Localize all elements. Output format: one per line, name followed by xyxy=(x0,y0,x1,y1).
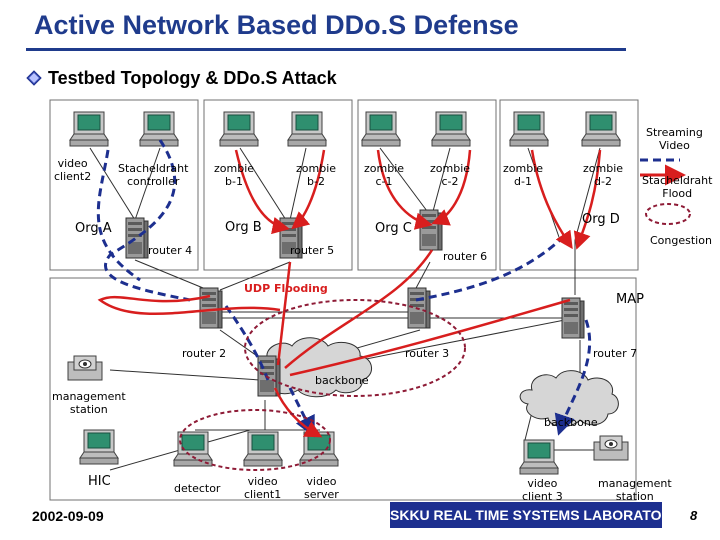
pc-video-server xyxy=(299,431,339,467)
org-b-box xyxy=(203,99,353,271)
udp-flooding-label: UDP Flooding xyxy=(244,282,328,295)
pc-zombie-b2 xyxy=(287,111,327,147)
slide-subtitle: Testbed Topology & DDo.S Attack xyxy=(48,68,337,88)
router-3-label: router 3 xyxy=(405,347,450,360)
org-b-label: Org B xyxy=(225,220,262,235)
pc-zombie-c2 xyxy=(431,111,471,147)
router-7-icon xyxy=(561,297,585,339)
router-4-label: router 4 xyxy=(148,244,193,257)
router-7-label: router 7 xyxy=(593,347,638,360)
pc-zombie-c1 xyxy=(361,111,401,147)
router-2-icon xyxy=(199,287,223,329)
slide-title: Active Network Based DDo.S Defense xyxy=(34,10,519,40)
legend-congestion-label: Congestion xyxy=(650,234,712,247)
pc-video-client3 xyxy=(519,439,559,475)
title-underline xyxy=(26,48,626,51)
org-c-box xyxy=(357,99,497,271)
legend xyxy=(640,158,691,225)
org-d-label: Org D xyxy=(582,212,620,227)
router-2-label: router 2 xyxy=(182,347,227,360)
pc-zombie-d1 xyxy=(509,111,549,147)
router-6-label: router 6 xyxy=(443,250,488,263)
backbone-center-label: backbone xyxy=(315,374,369,387)
backbone-cloud-right xyxy=(519,370,619,427)
management-station-left-icon xyxy=(67,355,103,381)
map-label: MAP xyxy=(616,292,644,307)
pc-hic xyxy=(79,429,119,465)
org-c-label: Org C xyxy=(375,221,412,236)
org-d-box xyxy=(499,99,639,271)
router-6-icon xyxy=(419,209,443,251)
org-a-box xyxy=(49,99,199,271)
pc-video-client1 xyxy=(243,431,283,467)
pc-video-client2 xyxy=(69,111,109,147)
diamond-bullet-icon xyxy=(26,70,42,86)
core-network-box xyxy=(49,277,637,501)
page-number: 8 xyxy=(690,508,698,523)
hic-label: HIC xyxy=(88,474,111,489)
detector-label: detector xyxy=(174,482,221,495)
footer-lab-banner: SKKU REAL TIME SYSTEMS LABORATORY xyxy=(390,502,680,528)
router-4-icon xyxy=(125,217,149,259)
router-5-label: router 5 xyxy=(290,244,335,257)
footer-date: 2002-09-09 xyxy=(32,508,104,524)
management-station-right-icon xyxy=(593,435,629,461)
backbone-right-label: backbone xyxy=(544,416,598,429)
pc-zombie-b1 xyxy=(219,111,259,147)
pc-zombie-d2 xyxy=(581,111,621,147)
org-a-label: Org A xyxy=(75,221,112,236)
